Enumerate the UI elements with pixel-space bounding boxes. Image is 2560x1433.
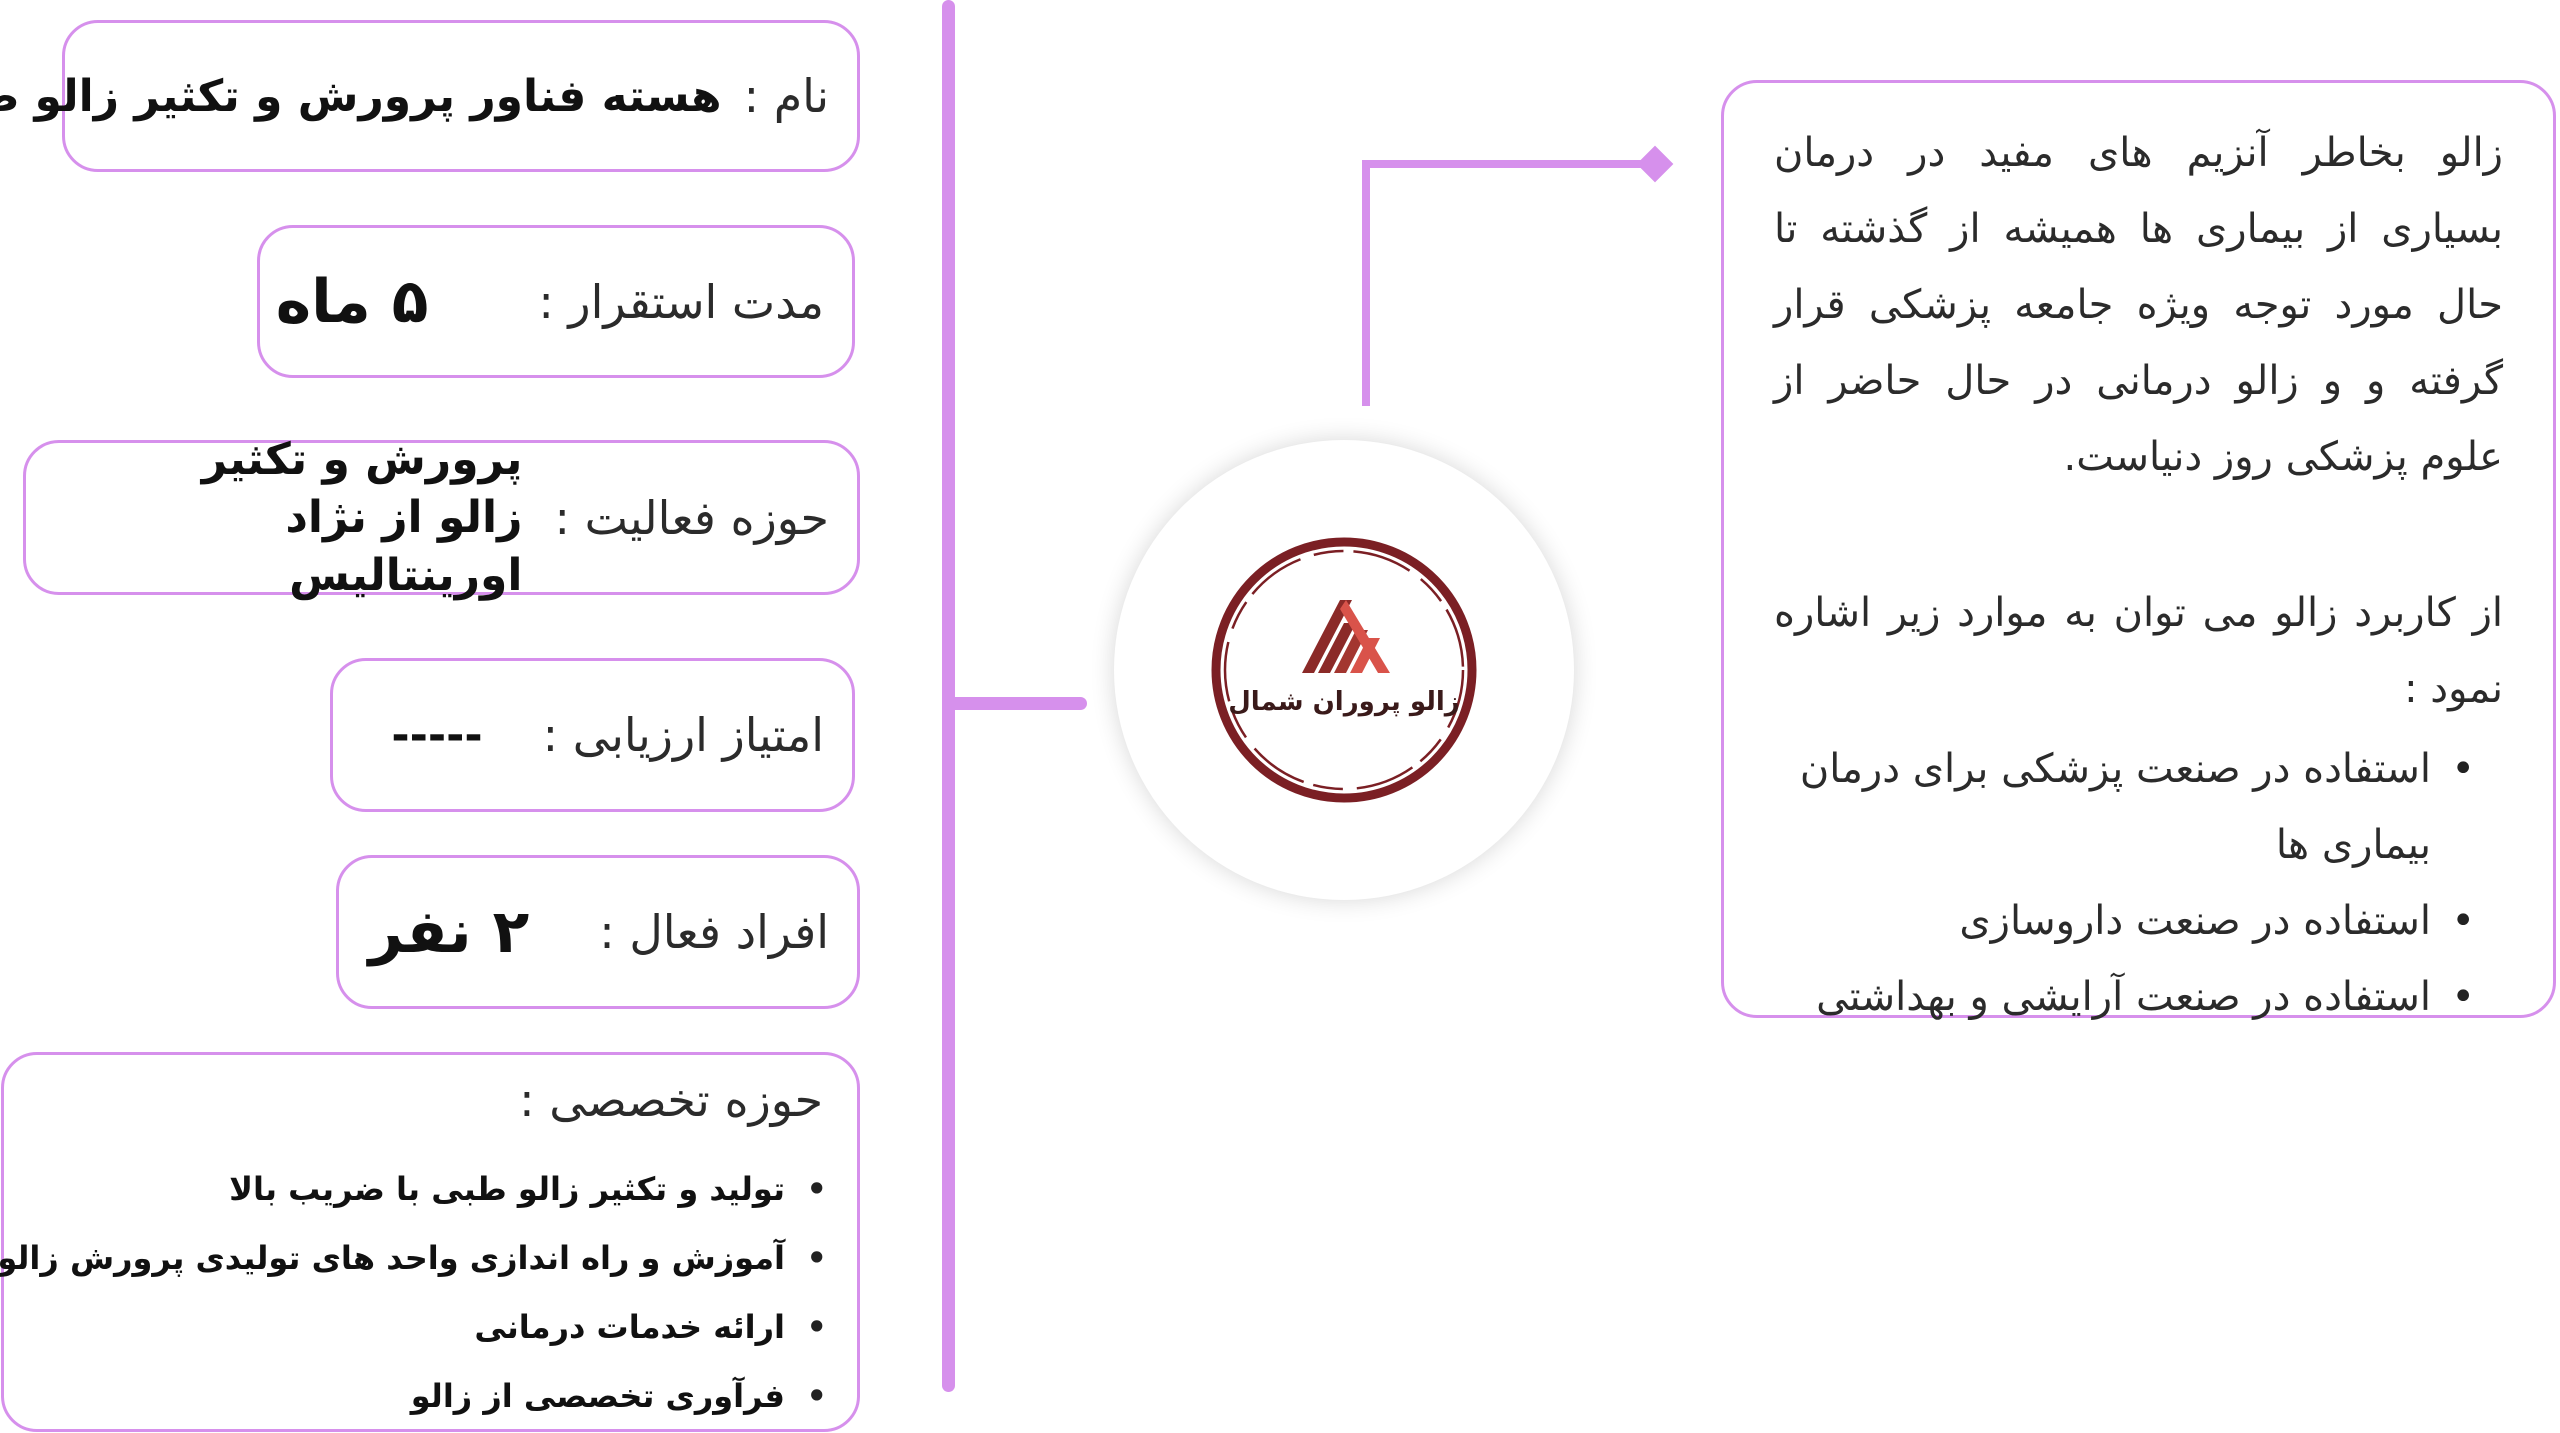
- members-value: ۲ نفر: [369, 897, 531, 967]
- members-box: افراد فعال : ۲ نفر: [337, 855, 861, 1009]
- specialty-item: •فرآوری تخصصی از زالو: [0, 1362, 828, 1431]
- right-connector-vertical: [1363, 160, 1371, 406]
- bullet-icon: •: [807, 1239, 828, 1277]
- bullet-icon: •: [2452, 746, 2476, 792]
- bullet-icon: •: [2452, 974, 2476, 1020]
- specialty-item: •آموزش و راه اندازی واحد های تولیدی پرور…: [0, 1224, 828, 1293]
- score-value: -----: [392, 709, 484, 761]
- logo-inner-ring: [1224, 549, 1466, 791]
- duration-label: مدت استقرار :: [539, 274, 825, 329]
- center-horizontal-connector: [943, 697, 1088, 710]
- company-logo: زالو پروران شمال: [1212, 537, 1478, 803]
- logo-text: زالو پروران شمال: [1229, 687, 1461, 717]
- duration-box: مدت استقرار : ۵ ماه: [258, 225, 856, 378]
- name-label: نام :: [744, 69, 830, 123]
- connector-diamond-marker: [1637, 145, 1675, 183]
- logo-mark-icon: [1303, 600, 1391, 673]
- bullet-icon: •: [807, 1377, 828, 1415]
- bullet-icon: •: [807, 1308, 828, 1346]
- score-box: امتیاز ارزیابی : -----: [331, 658, 856, 812]
- uses-item: •استفاده در صنعت داروسازی: [1775, 883, 2504, 959]
- field-value: پرورش و تکثیر زالو از نژاد اورینتالیس: [202, 433, 524, 601]
- field-box: حوزه فعالیت : پرورش و تکثیر زالو از نژاد…: [24, 434, 861, 601]
- specialty-list: •تولید و تکثیر زالو طبی با ضریب بالا •آم…: [0, 1155, 828, 1431]
- specialty-box: حوزه تخصصی : •تولید و تکثیر زالو طبی با …: [0, 1052, 861, 1432]
- bullet-icon: •: [807, 1170, 828, 1208]
- name-box: نام : هسته فناور پرورش و تکثیر زالو طبی: [0, 20, 861, 172]
- field-label: حوزه فعالیت :: [555, 490, 830, 545]
- specialty-title: حوزه تخصصی :: [520, 1073, 824, 1127]
- main-vertical-connector: [943, 0, 956, 1392]
- uses-list: •استفاده در صنعت پزشکی برای درمان بیماری…: [1775, 731, 2504, 1035]
- duration-value: ۵ ماه: [276, 266, 430, 337]
- bullet-icon: •: [2452, 898, 2476, 944]
- description-paragraph: زالو بخاطر آنزیم های مفید در درمان بسیار…: [1775, 130, 2504, 480]
- description-box: زالو بخاطر آنزیم های مفید در درمان بسیار…: [1722, 80, 2557, 1020]
- description-intro: از کاربرد زالو می توان به موارد زیر اشار…: [1775, 590, 2504, 712]
- logo-ring: [1212, 537, 1478, 803]
- right-connector-horizontal: [1363, 160, 1653, 168]
- specialty-item: •تولید و تکثیر زالو طبی با ضریب بالا: [0, 1155, 828, 1224]
- members-label: افراد فعال :: [600, 905, 830, 959]
- specialty-item: •ارائه خدمات درمانی: [0, 1293, 828, 1362]
- name-value: هسته فناور پرورش و تکثیر زالو طبی: [0, 70, 723, 122]
- uses-item: •استفاده در صنعت آرایشی و بهداشتی: [1775, 959, 2504, 1035]
- uses-item: •استفاده در صنعت پزشکی برای درمان بیماری…: [1775, 731, 2504, 883]
- score-label: امتیاز ارزیابی :: [543, 708, 825, 762]
